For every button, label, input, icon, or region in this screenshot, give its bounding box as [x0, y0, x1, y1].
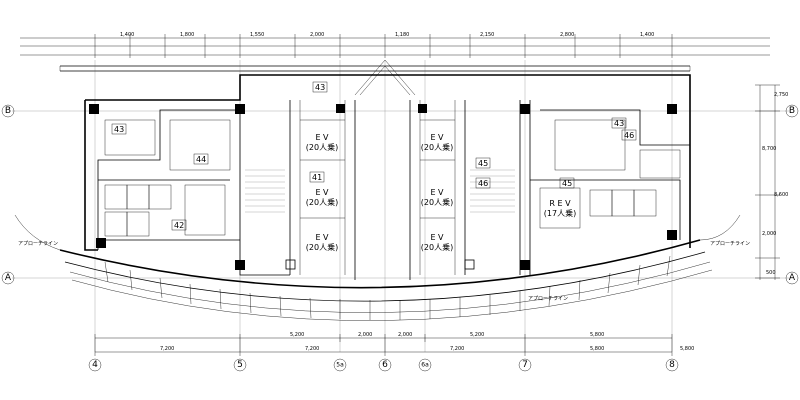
- room-number: 43: [315, 83, 325, 92]
- svg-text:8: 8: [669, 360, 675, 370]
- bottom-sub-dim: 5,800: [590, 332, 604, 338]
- bottom-span-dim: 7,200: [305, 346, 319, 352]
- room-number: 46: [624, 131, 634, 140]
- row-grid-bubbles: B A B A: [1, 104, 799, 285]
- room-labels: E V (20人乗) E V (20人乗) E V (20人乗) E V (20…: [306, 133, 576, 252]
- bottom-span-dim: 5,800: [590, 346, 604, 352]
- right-dimension-texts: 2,750 8,700 8,600 2,000 500: [762, 92, 788, 276]
- room-number: 46: [478, 179, 488, 188]
- room-name: E V: [430, 133, 444, 142]
- room-number: 44: [196, 155, 206, 164]
- grid-bubble-col-5a: 5a: [333, 358, 347, 372]
- bottom-sub-dim: 5,200: [470, 332, 484, 338]
- room-subname: (20人乗): [306, 197, 338, 207]
- top-dim-text: 2,800: [560, 32, 574, 38]
- annotation-text: アプローチライン: [710, 241, 750, 247]
- svg-text:A: A: [789, 273, 796, 283]
- top-dim-text: 1,400: [120, 32, 134, 38]
- svg-text:A: A: [5, 273, 12, 283]
- room-number: 41: [312, 173, 322, 182]
- right-dim-text: 8,700: [762, 146, 776, 152]
- top-dim-text: 1,400: [640, 32, 654, 38]
- grid-bubble-row-B-left: B: [1, 104, 15, 118]
- room-name: R E V: [549, 199, 571, 208]
- svg-text:5: 5: [237, 360, 243, 370]
- bottom-span-dim: 7,200: [160, 346, 174, 352]
- building-outline: [84, 74, 691, 280]
- bottom-dimension-texts: 5,200 2,000 2,000 5,200 5,800 7,200 7,20…: [160, 332, 694, 352]
- bottom-sub-dim: 2,000: [398, 332, 412, 338]
- right-dim-text: 8,600: [774, 192, 788, 198]
- svg-text:B: B: [789, 106, 795, 116]
- grid-bubble-row-A-right: A: [785, 271, 799, 285]
- bottom-sub-dim: 2,000: [358, 332, 372, 338]
- right-dim-text: 2,750: [774, 92, 788, 98]
- room-name: E V: [315, 233, 329, 242]
- room-name: E V: [430, 188, 444, 197]
- svg-text:7: 7: [522, 360, 528, 370]
- roof-lines: [354, 59, 416, 96]
- grid-bubble-col-7: 7: [518, 358, 532, 372]
- top-dimension-texts: 1,400 1,800 1,550 2,000 1,180 2,150 2,80…: [120, 32, 654, 38]
- top-dim-text: 1,800: [180, 32, 194, 38]
- room-subname: (20人乗): [421, 197, 453, 207]
- stairs: [245, 169, 515, 213]
- structural-columns: [89, 104, 677, 270]
- svg-text:4: 4: [92, 360, 98, 370]
- room-numbers: 43 43 44 42 41 45 46 45 43 46: [111, 81, 637, 231]
- room-number: 42: [174, 221, 184, 230]
- bottom-span-dim: 5,800: [680, 346, 694, 352]
- bottom-span-dim: 7,200: [450, 346, 464, 352]
- room-number: 45: [478, 159, 488, 168]
- grid-bubble-col-4: 4: [88, 358, 102, 372]
- grid-bubble-row-B-right: B: [785, 104, 799, 118]
- svg-text:B: B: [5, 106, 11, 116]
- room-subname: (20人乗): [421, 242, 453, 252]
- room-name: E V: [430, 233, 444, 242]
- svg-text:5a: 5a: [336, 362, 344, 369]
- grid-bubble-col-5: 5: [233, 358, 247, 372]
- room-subname: (20人乗): [421, 142, 453, 152]
- top-dimension-lines: [20, 34, 770, 72]
- grid-bubble-col-6: 6: [378, 358, 392, 372]
- grid-bubble-col-8: 8: [665, 358, 679, 372]
- curved-facade: [14, 214, 741, 321]
- grid-lines: [12, 60, 790, 352]
- grid-bubble-row-A-left: A: [1, 271, 15, 285]
- toilet-stalls-left: [104, 119, 231, 237]
- room-name: E V: [315, 188, 329, 197]
- bottom-sub-dim: 5,200: [290, 332, 304, 338]
- annotation-text: アプローチライン: [18, 241, 58, 247]
- top-dim-text: 1,550: [250, 32, 264, 38]
- top-dim-text: 2,000: [310, 32, 324, 38]
- svg-text:6: 6: [382, 360, 388, 370]
- room-subname: (20人乗): [306, 142, 338, 152]
- room-number: 45: [562, 179, 572, 188]
- room-subname: (20人乗): [306, 242, 338, 252]
- grid-bubble-col-6a: 6a: [418, 358, 432, 372]
- room-number: 43: [114, 125, 124, 134]
- room-name: E V: [315, 133, 329, 142]
- top-dim-text: 1,180: [395, 32, 409, 38]
- right-dim-text: 2,000: [762, 231, 776, 237]
- annotation-text: アプローチライン: [528, 296, 568, 302]
- right-dimension-lines: [755, 84, 780, 280]
- column-grid-bubbles: 4 5 5a 6 6a 7 8: [88, 358, 679, 372]
- right-dim-text: 500: [766, 270, 776, 276]
- room-subname: (17人乗): [544, 208, 576, 218]
- top-dim-text: 2,150: [480, 32, 494, 38]
- bottom-dimension-lines: [94, 334, 673, 356]
- room-number: 43: [614, 119, 624, 128]
- svg-text:6a: 6a: [421, 362, 429, 369]
- approach-annotations: アプローチライン アプローチライン アプローチライン: [18, 241, 750, 302]
